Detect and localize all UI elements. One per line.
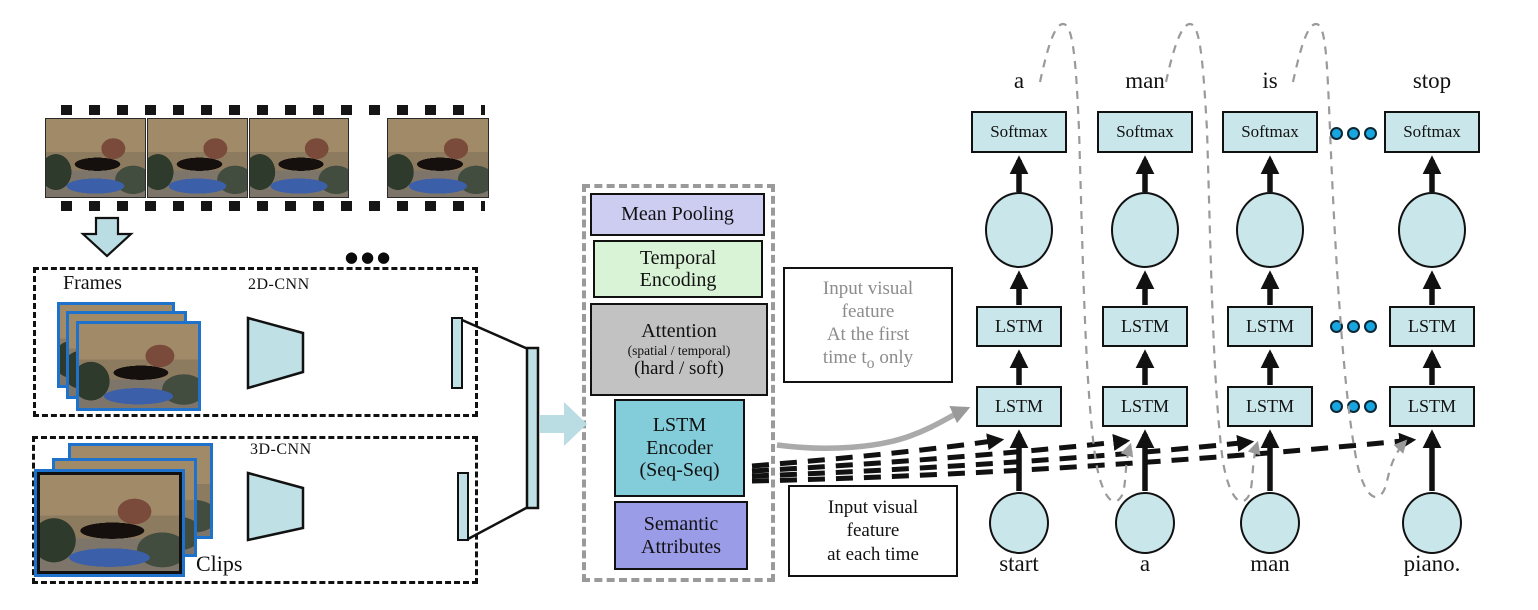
- note1-line1: Input visual: [822, 277, 914, 299]
- attention-box: Attention (spatial / temporal) (hard / s…: [590, 303, 768, 396]
- ellipsis-dots-icon: [1330, 320, 1377, 333]
- film-sprocket-bar-bottom: [44, 198, 490, 214]
- word-embedding-circle: [1240, 492, 1300, 554]
- film-strip: ●●●: [44, 102, 490, 266]
- hidden-state-circle: [1111, 192, 1179, 268]
- lstm-encoder-line3: (Seq-Seq): [639, 459, 720, 482]
- lstm-box: LSTM: [1389, 306, 1475, 347]
- decoder-column: stop Softmax LSTM LSTM piano.: [1382, 0, 1482, 610]
- semantic-attributes-box: Semantic Attributes: [614, 501, 748, 570]
- softmax-box: Softmax: [1222, 111, 1318, 153]
- temporal-label-line1: Temporal: [639, 246, 717, 269]
- lstm-box: LSTM: [976, 306, 1062, 347]
- 3d-cnn-label: 3D-CNN: [250, 441, 312, 458]
- ellipsis-dots-icon: [1330, 127, 1377, 140]
- down-block-arrow: [80, 216, 134, 258]
- lstm-box: LSTM: [1227, 386, 1313, 427]
- video-frame-thumbnail: [387, 118, 489, 198]
- note1-line4: time to only: [822, 347, 914, 372]
- film-sprocket-bar-top: [44, 102, 490, 118]
- note1-line3: At the first: [826, 324, 910, 346]
- mean-pooling-box: Mean Pooling: [590, 193, 765, 236]
- output-word: stop: [1412, 68, 1452, 93]
- note-first-time-box: Input visual feature At the first time t…: [783, 267, 953, 383]
- note2-line2: feature: [846, 520, 900, 542]
- attention-label-line2: (spatial / temporal): [627, 342, 731, 358]
- mean-pooling-label: Mean Pooling: [621, 203, 734, 226]
- video-frame-thumbnail: [147, 118, 248, 198]
- lstm-encoder-box: LSTM Encoder (Seq-Seq): [614, 399, 745, 497]
- input-word: a: [1139, 551, 1151, 576]
- lstm-box: LSTM: [1389, 386, 1475, 427]
- encoder-methods-panel: [582, 184, 775, 582]
- decoder-column: is Softmax LSTM LSTM man: [1220, 0, 1320, 610]
- lstm-box: LSTM: [1102, 386, 1188, 427]
- lstm-encoder-line1: LSTM: [652, 414, 707, 437]
- note-each-time-box: Input visual feature at each time: [788, 485, 958, 577]
- temporal-label-line2: Encoding: [639, 269, 717, 291]
- hidden-state-circle: [985, 192, 1053, 268]
- ellipsis-dots-icon: [1330, 400, 1377, 413]
- note1-line2: feature: [841, 300, 895, 322]
- lstm-box: LSTM: [1227, 306, 1313, 347]
- output-word: is: [1262, 68, 1278, 93]
- frames-panel-title: Frames: [63, 272, 122, 294]
- semantic-line2: Attributes: [641, 535, 721, 558]
- lstm-encoder-line2: Encoder: [646, 436, 713, 459]
- lstm-box: LSTM: [1102, 306, 1188, 347]
- fused-feature-bar: [525, 346, 540, 510]
- right-block-arrow: [540, 402, 587, 446]
- clips-panel-title: Clips: [196, 551, 243, 576]
- film-ellipsis-gap: [350, 118, 387, 198]
- lstm-box: LSTM: [976, 386, 1062, 427]
- video-frame-thumbnail: [249, 118, 349, 198]
- ellipsis-dots-icon: ●●●: [344, 248, 394, 266]
- note2-line1: Input visual: [827, 497, 919, 519]
- frame-image: [76, 321, 201, 411]
- softmax-box: Softmax: [971, 111, 1067, 153]
- output-word: a: [1013, 68, 1025, 93]
- 2d-cnn-label: 2D-CNN: [248, 276, 310, 293]
- input-word: piano.: [1403, 551, 1461, 576]
- output-word: man: [1125, 68, 1165, 93]
- decoder-column: a Softmax LSTM LSTM start: [969, 0, 1069, 610]
- word-embedding-circle: [989, 492, 1049, 554]
- semantic-line1: Semantic: [643, 513, 719, 536]
- word-embedding-circle: [1115, 492, 1175, 554]
- decoder-column: man Softmax LSTM LSTM a: [1095, 0, 1195, 610]
- word-embedding-circle: [1402, 492, 1462, 554]
- temporal-encoding-box: Temporal Encoding: [593, 240, 763, 298]
- input-word: start: [999, 551, 1039, 576]
- attention-label-line3: (hard / soft): [634, 357, 724, 379]
- attention-label-line1: Attention: [641, 320, 717, 343]
- softmax-box: Softmax: [1097, 111, 1193, 153]
- softmax-box: Softmax: [1384, 111, 1480, 153]
- clip-image: [34, 469, 185, 577]
- note2-line3: at each time: [827, 543, 919, 565]
- first-time-feature-arrow: [776, 406, 971, 451]
- input-word: man: [1250, 551, 1290, 576]
- video-frame-thumbnail: [45, 118, 146, 198]
- hidden-state-circle: [1398, 192, 1466, 268]
- hidden-state-circle: [1236, 192, 1304, 268]
